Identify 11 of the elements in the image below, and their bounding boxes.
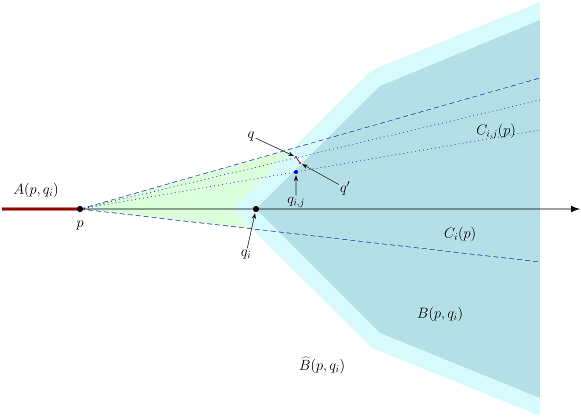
- point-label: $q_{i,j}$: [288, 196, 304, 208]
- segment-label: $A(p, q_i)$: [14, 182, 58, 198]
- point-label: $q'$: [340, 181, 350, 195]
- region-label: $\widehat{B}(p, q_i)$: [300, 356, 344, 374]
- point-label: $q$: [248, 131, 254, 140]
- point-label: $q_i$: [241, 249, 250, 258]
- region-label: $B(p, q_i)$: [418, 306, 462, 322]
- cone-label: $C_{i,j}(p)$: [476, 124, 514, 139]
- cone-label: $C_i(p)$: [444, 226, 475, 242]
- short-segment: [296, 158, 300, 162]
- point-label: $p$: [76, 220, 84, 230]
